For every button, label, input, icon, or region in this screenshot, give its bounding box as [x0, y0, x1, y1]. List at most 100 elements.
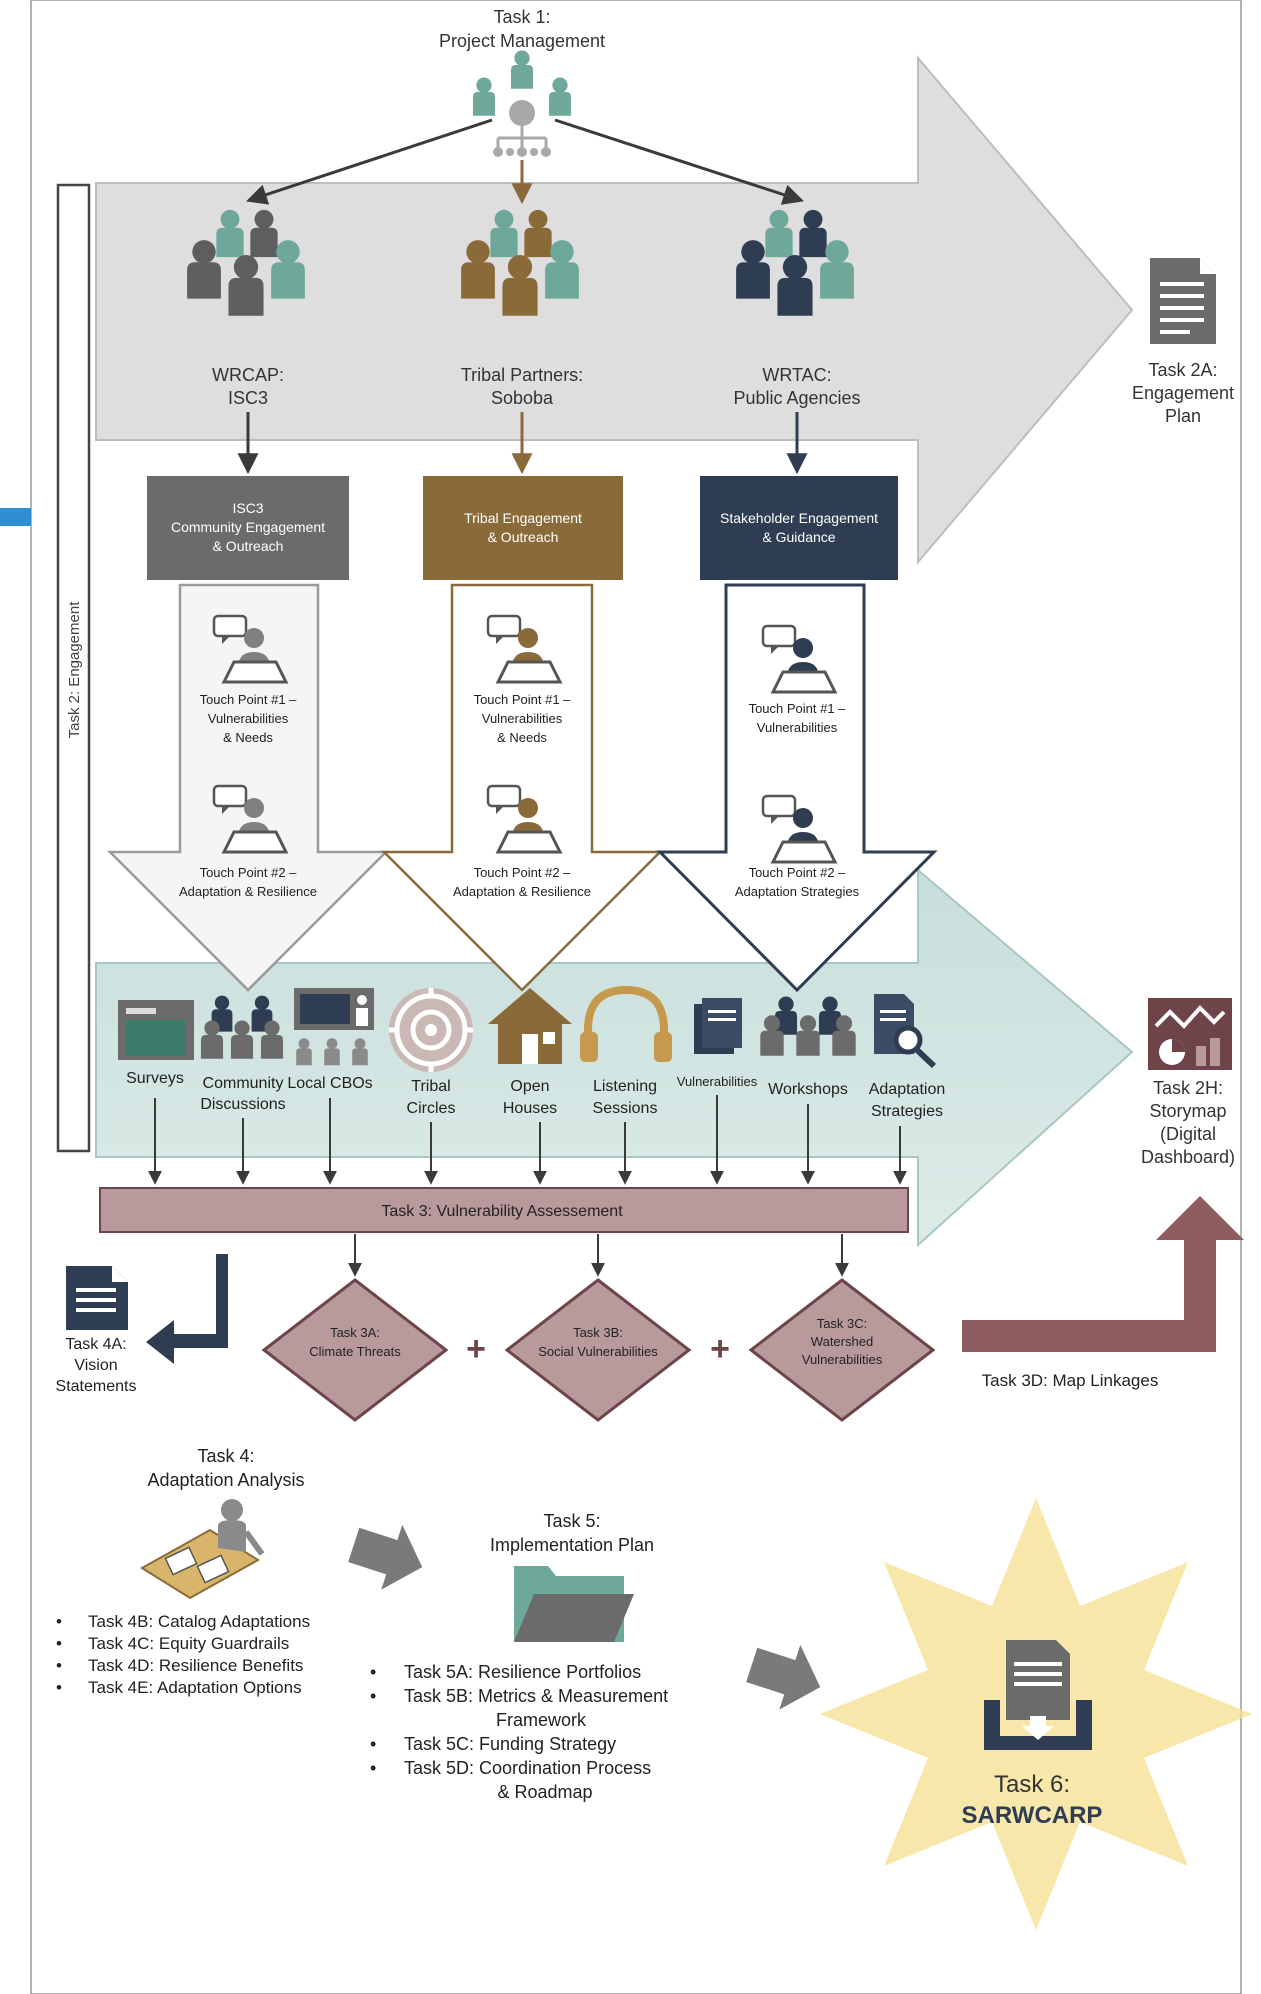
engagement-bar — [56, 183, 91, 1153]
flow-arrow — [746, 1644, 821, 1710]
method-cbos: Local CBOs — [287, 1075, 372, 1092]
task2a-line2: Engagement — [1132, 383, 1234, 403]
survey-icon — [118, 1000, 194, 1060]
presentation-icon — [294, 988, 374, 1066]
task2h-line2: Storymap — [1149, 1101, 1226, 1121]
task3a-line1: Task 3A: — [330, 1325, 380, 1340]
tp-text: Touch Point #1 – — [200, 692, 298, 707]
tp-text: Adaptation Strategies — [735, 884, 860, 899]
task4-title: Task 4: — [197, 1446, 254, 1466]
folder-icon — [514, 1566, 634, 1642]
task4a-line3: Statements — [56, 1378, 137, 1395]
method-tribal-1: Tribal — [411, 1078, 450, 1095]
task3c-line2: Watershed — [811, 1334, 873, 1349]
books-icon — [694, 998, 742, 1054]
method-open-2: Houses — [503, 1100, 557, 1117]
task3a-diamond — [261, 1278, 449, 1422]
task4-bullet: Task 4B: Catalog Adaptations — [88, 1612, 310, 1631]
tp-text: Touch Point #1 – — [749, 701, 847, 716]
task3-label: Task 3: Vulnerability Assessement — [381, 1203, 623, 1220]
task1-title: Task 1: — [493, 7, 550, 27]
bullet: • — [370, 1662, 376, 1682]
task3c-line3: Vulnerabilities — [802, 1352, 883, 1367]
method-listening-1: Listening — [593, 1078, 657, 1095]
tribal-label-1: Tribal Partners: — [461, 365, 583, 385]
tp-text: Touch Point #2 – — [474, 865, 572, 880]
task3c-diamond — [748, 1278, 936, 1422]
task3a-line2: Climate Threats — [309, 1344, 401, 1359]
tp-text: Touch Point #1 – — [474, 692, 572, 707]
task2a-line1: Task 2A: — [1148, 360, 1217, 380]
tp-text: Adaptation & Resilience — [453, 884, 591, 899]
project-management-icon — [472, 50, 572, 157]
return-arrow — [146, 1254, 228, 1364]
isc3-box-line3: & Outreach — [213, 538, 284, 554]
arrow-task1-wrcap — [246, 118, 493, 205]
analysis-desk-icon — [140, 1499, 265, 1600]
task3b-line1: Task 3B: — [573, 1325, 623, 1340]
task2h-line1: Task 2H: — [1153, 1078, 1223, 1098]
task5-bullet: Task 5D: Coordination Process — [404, 1758, 651, 1778]
magnifier-document-icon — [874, 994, 937, 1069]
task5-bullet: Task 5C: Funding Strategy — [404, 1734, 616, 1754]
task2h-line3: (Digital — [1160, 1124, 1216, 1144]
task5-bullet: Task 5B: Metrics & Measurement — [404, 1686, 668, 1706]
tribal-label-2: Soboba — [491, 388, 554, 408]
house-icon — [488, 988, 572, 1064]
task4-subtitle: Adaptation Analysis — [147, 1470, 304, 1490]
tp-text: Vulnerabilities — [482, 711, 563, 726]
bullet: • — [370, 1758, 376, 1778]
document-icon — [1150, 258, 1216, 344]
task2a-line3: Plan — [1165, 406, 1201, 426]
method-vulnerabilities: Vulnerabilities — [677, 1074, 758, 1089]
tribal-circle-icon — [389, 988, 473, 1072]
bullet: • — [370, 1734, 376, 1754]
task4a-line1: Task 4A: — [65, 1336, 126, 1353]
flow-arrow — [348, 1524, 423, 1590]
task4-bullet: Task 4E: Adaptation Options — [88, 1678, 302, 1697]
tribal-box-line2: & Outreach — [488, 529, 559, 545]
storymap-arrow — [95, 867, 1134, 1248]
tribal-box — [423, 476, 623, 580]
dashboard-icon — [1148, 998, 1232, 1070]
task5-bullet: Task 5A: Resilience Portfolios — [404, 1662, 641, 1682]
task1-subtitle: Project Management — [439, 31, 605, 51]
tp-text: & Needs — [223, 730, 273, 745]
isc3-box — [147, 476, 349, 580]
task3b-line2: Social Vulnerabilities — [538, 1344, 658, 1359]
arrow-task1-wrtac — [554, 118, 804, 205]
task3d-label: Task 3D: Map Linkages — [982, 1371, 1159, 1390]
tribal-box-line1: Tribal Engagement — [464, 510, 582, 526]
tp-text: & Needs — [497, 730, 547, 745]
download-document-icon — [984, 1640, 1092, 1750]
task3-bar — [99, 1187, 909, 1233]
task5-subtitle: Implementation Plan — [490, 1535, 654, 1555]
bullet: • — [56, 1678, 62, 1697]
stakeholder-box — [700, 476, 898, 580]
stakeholder-box-line1: Stakeholder Engagement — [720, 510, 878, 526]
method-open-1: Open — [510, 1078, 549, 1095]
engagement-label: Task 2: Engagement — [66, 601, 83, 739]
tribal-touchpoint-arrow — [380, 583, 664, 992]
bullet: • — [56, 1656, 62, 1675]
engagement-plan-arrow — [95, 55, 1134, 565]
method-workshops: Workshops — [768, 1081, 848, 1098]
tp-text: Vulnerabilities — [757, 720, 838, 735]
stakeholder-touchpoint-arrow — [656, 583, 938, 993]
tp-text: Touch Point #2 – — [200, 865, 298, 880]
method-community-2: Discussions — [200, 1096, 285, 1113]
method-adaptation-2: Strategies — [871, 1103, 943, 1120]
task5-bullet-cont: & Roadmap — [497, 1782, 592, 1802]
task5-title: Task 5: — [543, 1511, 600, 1531]
plus-sign: + — [710, 1330, 730, 1368]
task5-bullet-cont: Framework — [496, 1710, 587, 1730]
wrcap-label-2: ISC3 — [228, 388, 268, 408]
isc3-box-line1: ISC3 — [232, 500, 263, 516]
bullet: • — [370, 1686, 376, 1706]
tp-text: Vulnerabilities — [208, 711, 289, 726]
method-adaptation-1: Adaptation — [869, 1081, 946, 1098]
task3c-line1: Task 3C: — [817, 1316, 868, 1331]
task6-subtitle: SARWCARP — [962, 1802, 1103, 1829]
task6-title: Task 6: — [994, 1771, 1070, 1798]
